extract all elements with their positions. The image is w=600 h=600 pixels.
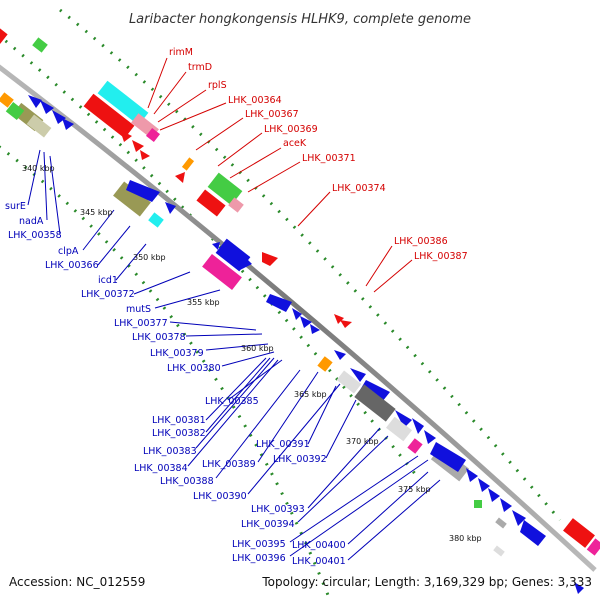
tick-label: 355 kbp — [187, 298, 220, 307]
gene-label-rplS: rplS — [208, 80, 227, 91]
gene-label-LHK_00379: LHK_00379 — [150, 348, 204, 359]
gene-label-LHK_00385: LHK_00385 — [205, 396, 259, 407]
accession-text: Accession: NC_012559 — [9, 575, 145, 589]
gene-label-LHK_00381: LHK_00381 — [152, 415, 206, 426]
gene-label-aceK: aceK — [283, 138, 307, 149]
tick-label: 345 kbp — [80, 208, 113, 217]
tick-label: 365 kbp — [294, 390, 327, 399]
gene-label-LHK_00391: LHK_00391 — [256, 439, 310, 450]
gene-label-clpA: clpA — [58, 246, 79, 257]
gene-label-LHK_00372: LHK_00372 — [81, 289, 135, 300]
outer-labels: rimM trmD rplS LHK_00364 LHK_00367 LHK_0… — [169, 47, 468, 262]
gene-label-LHK_00389: LHK_00389 — [202, 459, 256, 470]
gene-label-LHK_00386: LHK_00386 — [394, 236, 448, 247]
inner-labels: surE nadA LHK_00358 clpA LHK_00366 icd1 … — [5, 201, 346, 567]
gene-label-LHK_00388: LHK_00388 — [160, 476, 214, 487]
gene-label-LHK_00387: LHK_00387 — [414, 251, 468, 262]
gene-label-icd1: icd1 — [98, 275, 118, 286]
gene-label-nadA: nadA — [19, 216, 44, 227]
gene-label-LHK_00390: LHK_00390 — [193, 491, 247, 502]
gene-label-LHK_00366: LHK_00366 — [45, 260, 99, 271]
gene-label-LHK_00371: LHK_00371 — [302, 153, 356, 164]
gene-label-trmD: trmD — [188, 62, 212, 73]
gene-label-LHK_00382: LHK_00382 — [152, 428, 206, 439]
gene-label-LHK_00384: LHK_00384 — [134, 463, 188, 474]
tick-label: 360 kbp — [241, 344, 274, 353]
gene-label-LHK_00378: LHK_00378 — [132, 332, 186, 343]
genome-summary-text: Topology: circular; Length: 3,169,329 bp… — [261, 575, 592, 589]
inner-dotted-ring — [0, 145, 332, 600]
gene-label-LHK_00400: LHK_00400 — [292, 540, 346, 551]
position-ticks: 340 kbp 345 kbp 350 kbp 355 kbp 360 kbp … — [22, 164, 482, 543]
map-title: Laribacter hongkongensis HLHK9, complete… — [129, 12, 471, 27]
outer-dotted-ring-2 — [59, 8, 562, 521]
genome-backbone — [0, 64, 597, 572]
inner-genes — [0, 92, 584, 594]
gene-label-LHK_00395: LHK_00395 — [232, 539, 286, 550]
gene-label-LHK_00401: LHK_00401 — [292, 556, 346, 567]
gene-label-LHK_00367: LHK_00367 — [245, 109, 299, 120]
gene-label-LHK_00393: LHK_00393 — [251, 504, 305, 515]
gene-label-LHK_00377: LHK_00377 — [114, 318, 168, 329]
gene-label-LHK_00392: LHK_00392 — [273, 454, 327, 465]
gene-label-rimM: rimM — [169, 47, 193, 58]
leader-lines — [27, 57, 441, 561]
gene-label-surE: surE — [5, 201, 26, 212]
tick-label: 340 kbp — [22, 164, 55, 173]
gene-label-LHK_00380: LHK_00380 — [167, 363, 221, 374]
tick-label: 370 kbp — [346, 437, 379, 446]
gene-label-LHK_00369: LHK_00369 — [264, 124, 318, 135]
gene-label-LHK_00383: LHK_00383 — [143, 446, 197, 457]
tick-label: 350 kbp — [133, 253, 166, 262]
gene-label-LHK_00358: LHK_00358 — [8, 230, 62, 241]
gene-label-LHK_00396: LHK_00396 — [232, 553, 286, 564]
gene-label-LHK_00364: LHK_00364 — [228, 95, 282, 106]
tick-label: 380 kbp — [449, 534, 482, 543]
tick-label: 375 kbp — [398, 485, 431, 494]
gene-label-LHK_00374: LHK_00374 — [332, 183, 386, 194]
gene-label-LHK_00394: LHK_00394 — [241, 519, 295, 530]
outer-genes — [0, 28, 600, 556]
gene-label-mutS: mutS — [126, 304, 151, 315]
